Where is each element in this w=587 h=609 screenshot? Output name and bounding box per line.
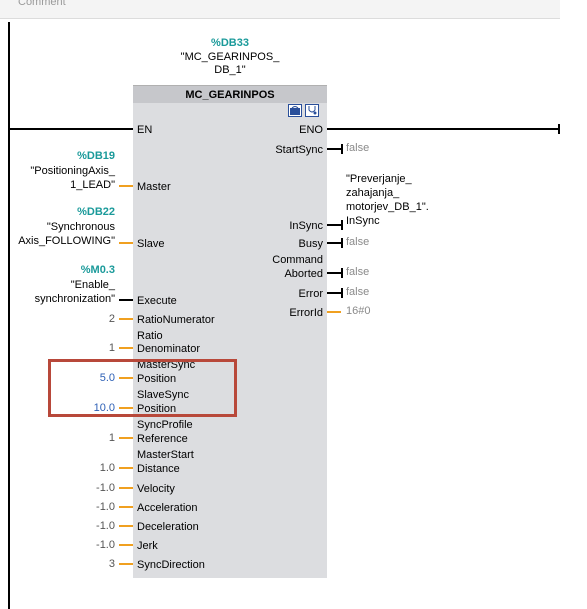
startsync-wire <box>327 148 341 150</box>
eno-rung-line <box>327 128 560 130</box>
pin-execute: Execute <box>137 295 177 307</box>
pin-error: Error <box>298 288 323 300</box>
stethoscope-icon[interactable] <box>305 104 319 117</box>
error-coil-tick <box>341 288 343 298</box>
error-value: false <box>346 286 370 298</box>
pin-velocity: Velocity <box>137 483 175 495</box>
rung-end-tick <box>558 124 560 134</box>
slave-db-address: %DB22 <box>77 206 115 218</box>
errorid-value: 16#0 <box>346 305 371 317</box>
slave-operand-line1[interactable]: "Synchronous <box>46 221 115 233</box>
power-rail <box>8 22 10 609</box>
pin-slavesync-line2: Position <box>137 403 177 415</box>
insync-operand-line1[interactable]: "Preverjanje_ <box>346 173 412 185</box>
pin-ratio-numerator: RatioNumerator <box>137 314 215 326</box>
comment-label: Comment <box>18 0 66 8</box>
jerk-value[interactable]: -1.0 <box>96 539 115 551</box>
acceleration-value[interactable]: -1.0 <box>96 501 115 513</box>
execute-operand-line2[interactable]: synchronization" <box>34 293 115 305</box>
pin-errorid: ErrorId <box>289 307 323 319</box>
master-wire <box>119 185 133 187</box>
mastersync-position-value[interactable]: 5.0 <box>99 372 115 384</box>
command-aborted-value: false <box>346 266 370 278</box>
insync-operand-line2[interactable]: zahajanja_ <box>346 187 400 199</box>
highlight-box <box>48 359 237 417</box>
pin-ratio-denominator-line2: Denominator <box>137 343 200 355</box>
slave-operand-line2[interactable]: Axis_FOLLOWING" <box>18 235 115 247</box>
execute-wire <box>119 299 133 301</box>
pin-mastersync-line2: Position <box>137 373 177 385</box>
slavesync-position-value[interactable]: 10.0 <box>93 402 115 414</box>
pin-syncprofile-line1: SyncProfile <box>137 419 193 431</box>
deceleration-wire <box>119 525 133 527</box>
pin-ratio-denominator-line1: Ratio <box>137 330 163 342</box>
deceleration-value[interactable]: -1.0 <box>96 520 115 532</box>
en-rung-line <box>10 128 133 130</box>
startsync-value: false <box>346 142 370 154</box>
insync-coil-tick <box>341 220 343 230</box>
pin-command-aborted-line2: Aborted <box>284 268 323 280</box>
execute-operand-line1[interactable]: "Enable_ <box>70 279 115 291</box>
instance-db-address: %DB33 <box>211 37 249 49</box>
masterstart-wire <box>119 467 133 469</box>
mastersync-position-wire <box>119 377 133 379</box>
master-operand-line2[interactable]: 1_LEAD" <box>70 179 115 191</box>
error-wire <box>327 292 341 294</box>
syncprofile-wire <box>119 437 133 439</box>
pin-syncdirection: SyncDirection <box>137 559 205 571</box>
errorid-wire <box>327 311 341 313</box>
pin-slave: Slave <box>137 238 165 250</box>
startsync-coil-tick <box>341 144 343 154</box>
slave-wire <box>119 242 133 244</box>
pin-deceleration: Deceleration <box>137 521 199 533</box>
ratio-denominator-value[interactable]: 1 <box>108 342 115 354</box>
pin-acceleration: Acceleration <box>137 502 198 514</box>
ratio-numerator-wire <box>119 318 133 320</box>
syncdirection-value[interactable]: 3 <box>108 558 115 570</box>
pin-busy: Busy <box>298 238 323 250</box>
master-operand-line1[interactable]: "PositioningAxis_ <box>30 165 115 177</box>
block-title[interactable]: MC_GEARINPOS <box>133 85 327 104</box>
command-aborted-wire <box>327 272 341 274</box>
syncdirection-wire <box>119 563 133 565</box>
syncprofile-value[interactable]: 1 <box>108 432 115 444</box>
insync-operand-line3[interactable]: motorjev_DB_1". <box>346 201 429 213</box>
command-aborted-coil-tick <box>341 268 343 278</box>
jerk-wire <box>119 544 133 546</box>
instance-db-name-line1: "MC_GEARINPOS_ <box>180 51 280 63</box>
velocity-wire <box>119 487 133 489</box>
pin-masterstart-line2: Distance <box>137 463 180 475</box>
master-db-address: %DB19 <box>77 150 115 162</box>
ratio-numerator-value[interactable]: 2 <box>108 313 115 325</box>
velocity-value[interactable]: -1.0 <box>96 482 115 494</box>
busy-value: false <box>346 236 370 248</box>
busy-coil-tick <box>341 238 343 248</box>
pin-command-aborted-line1: Command <box>272 254 323 266</box>
insync-operand-line4[interactable]: InSync <box>346 215 380 227</box>
slavesync-position-wire <box>119 407 133 409</box>
acceleration-wire <box>119 506 133 508</box>
pin-master: Master <box>137 181 171 193</box>
instance-db-name-line2: DB_1" <box>214 64 246 76</box>
execute-address: %M0.3 <box>80 264 115 276</box>
pin-jerk: Jerk <box>137 540 158 552</box>
pin-slavesync-line1: SlaveSync <box>137 389 189 401</box>
pin-en: EN <box>137 124 153 136</box>
masterstart-value[interactable]: 1.0 <box>99 462 115 474</box>
pin-mastersync-line1: MasterSync <box>137 359 196 371</box>
insync-wire <box>327 224 341 226</box>
ratio-denominator-wire <box>119 347 133 349</box>
comment-bar[interactable]: Comment <box>0 0 560 19</box>
busy-wire <box>327 242 341 244</box>
block-type-icon[interactable] <box>288 104 302 117</box>
pin-insync: InSync <box>289 220 323 232</box>
function-block-body[interactable] <box>133 103 327 578</box>
pin-masterstart-line1: MasterStart <box>137 449 194 461</box>
pin-eno: ENO <box>299 124 323 136</box>
pin-startsync: StartSync <box>275 144 323 156</box>
pin-syncprofile-line2: Reference <box>137 433 188 445</box>
